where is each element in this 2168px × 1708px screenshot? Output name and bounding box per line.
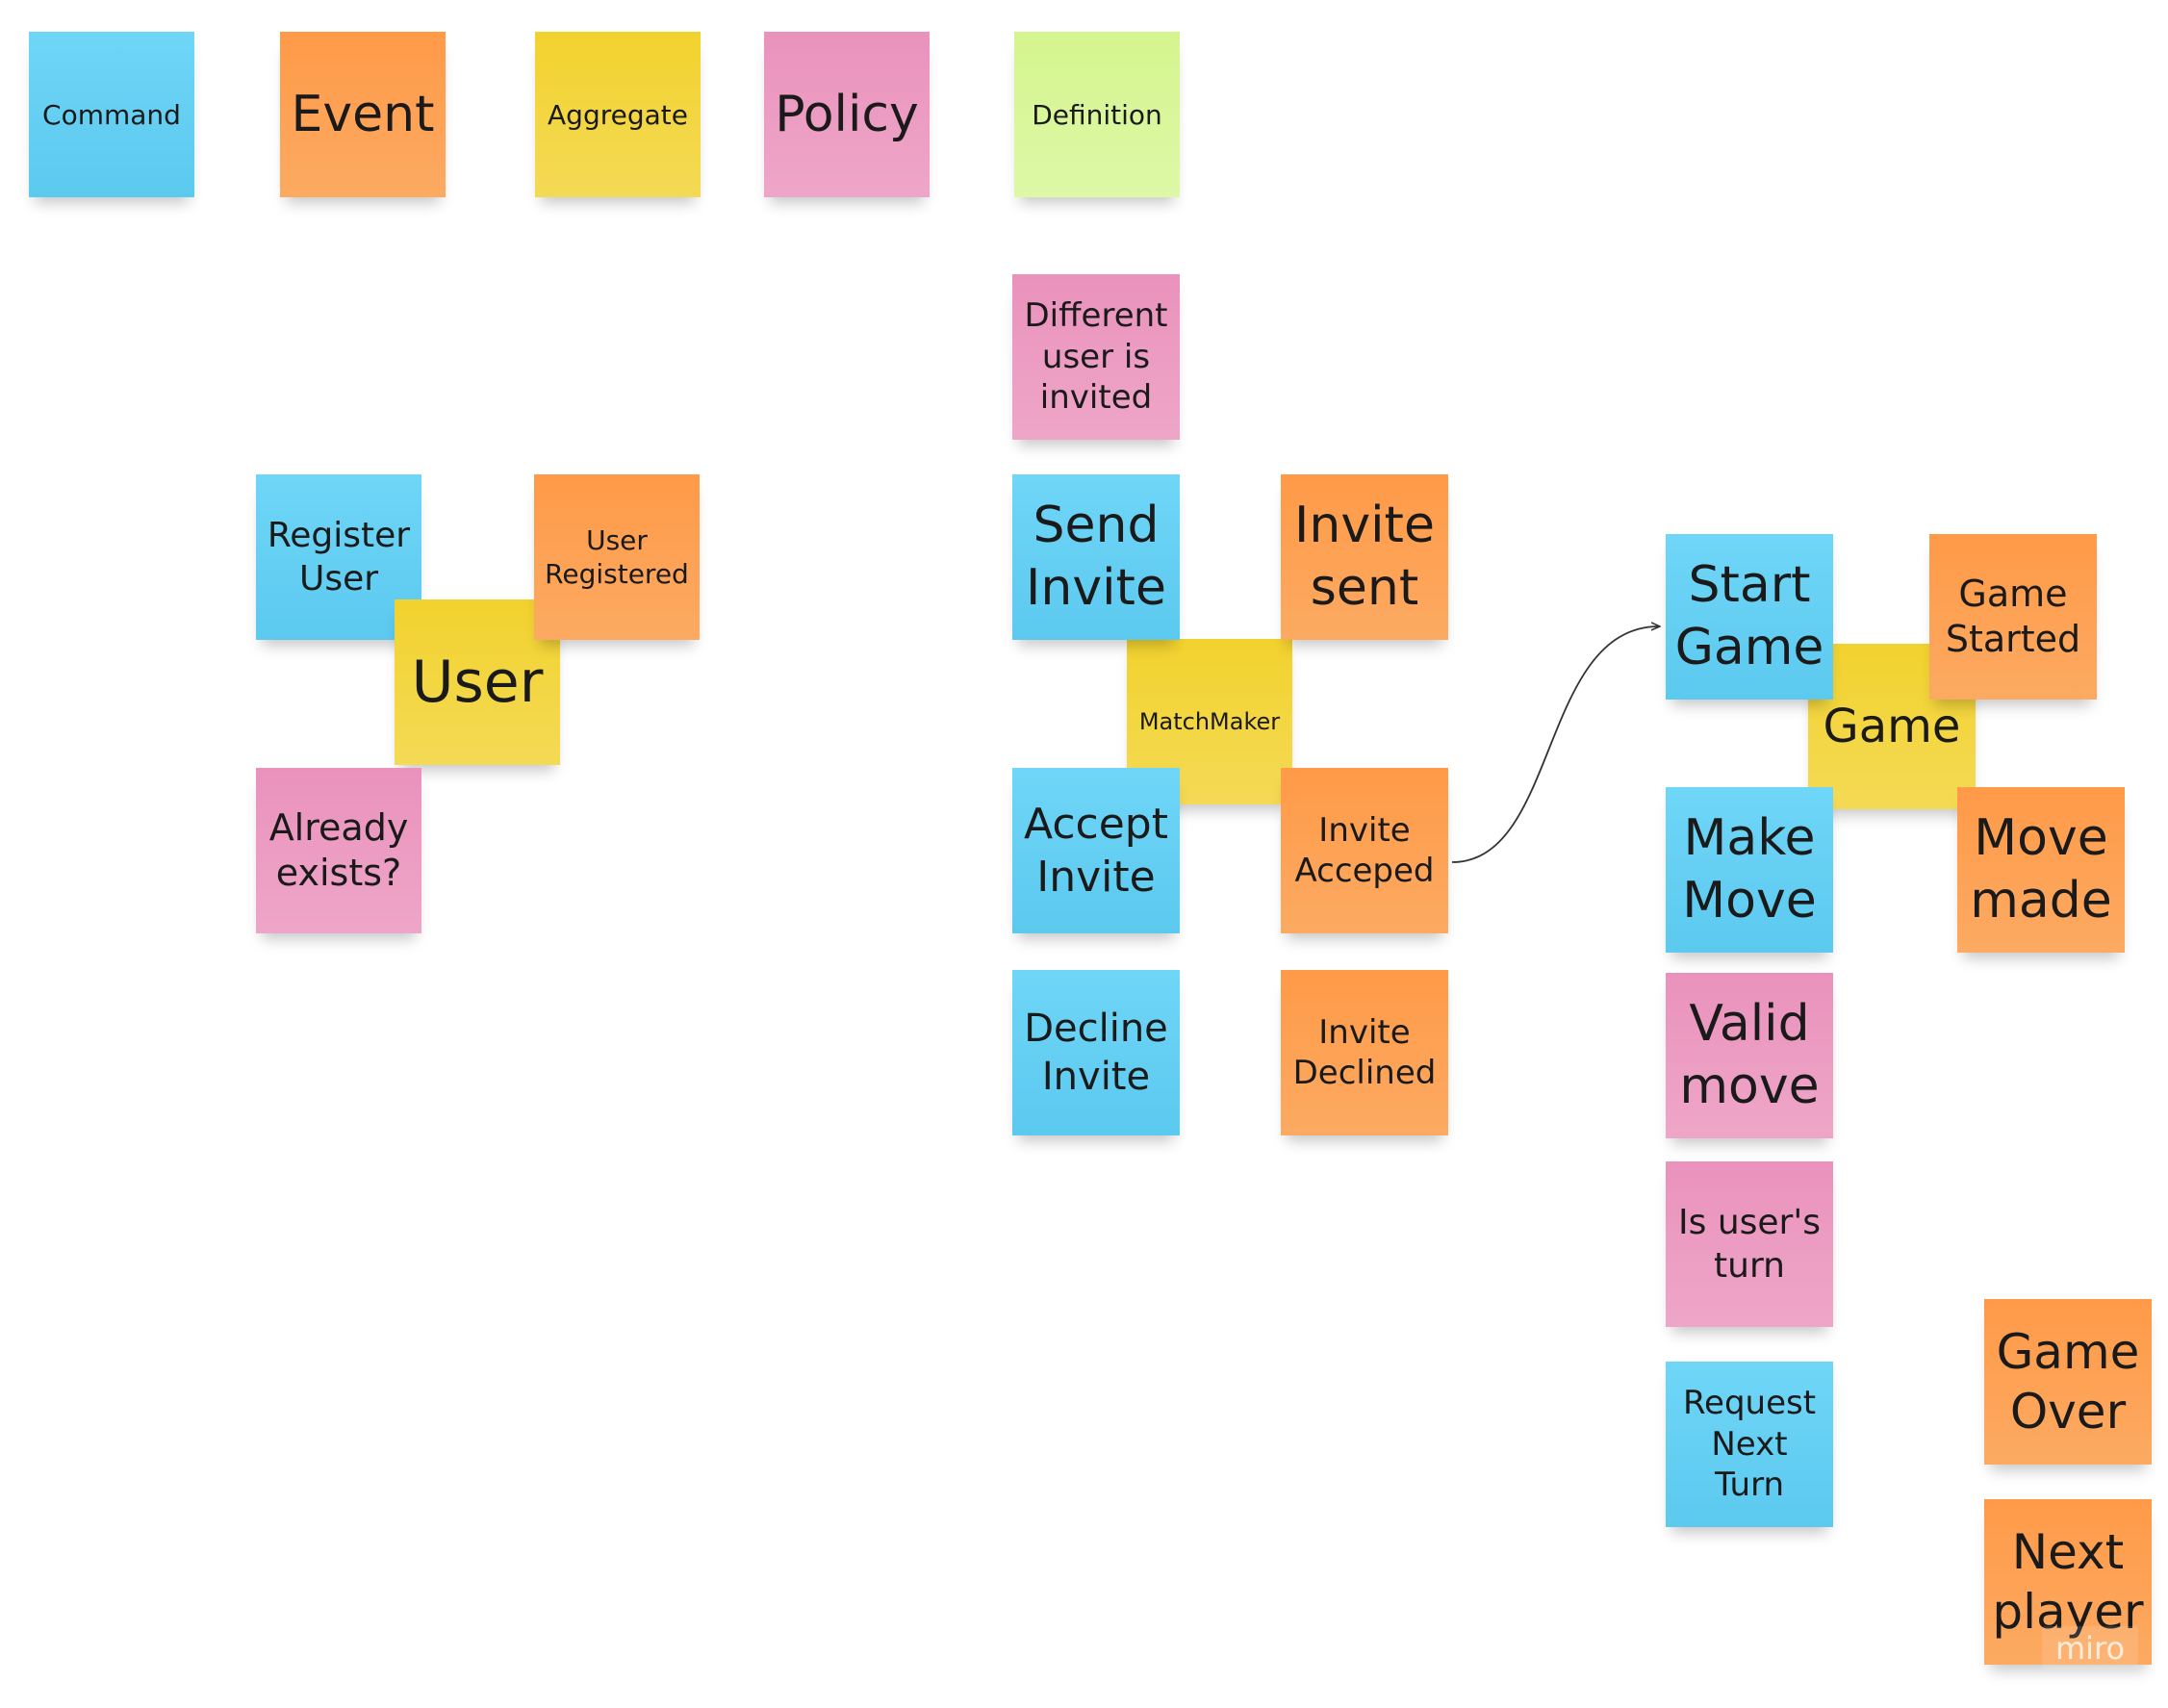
invite-declined-note[interactable]: Invite Declined [1281,970,1448,1135]
already-exists-label: Already exists? [268,805,409,895]
legend-command-note[interactable]: Command [29,32,194,197]
game-over-label: Game Over [1996,1323,2140,1440]
invite-accepted-label: Invite Acceped [1294,810,1435,891]
next-player-label: Next player [1992,1523,2144,1641]
game-started-note[interactable]: Game Started [1929,534,2097,700]
miro-watermark: miro [2042,1626,2138,1670]
next-player-note[interactable]: Next player [1984,1499,2152,1665]
user-aggregate-note[interactable]: User [395,599,560,765]
legend-aggregate-note[interactable]: Aggregate [535,32,701,197]
accept-invite-label: Accept Invite [1024,800,1168,902]
legend-event-label: Event [291,85,435,143]
valid-move-label: Valid move [1679,995,1820,1115]
user-registered-note[interactable]: User Registered [534,474,700,640]
make-move-note[interactable]: Make Move [1666,787,1833,953]
legend-event-note[interactable]: Event [280,32,446,197]
move-made-label: Move made [1970,809,2112,930]
invite-sent-note[interactable]: Invite sent [1281,474,1448,640]
already-exists-note[interactable]: Already exists? [256,768,421,933]
request-next-turn-note[interactable]: Request Next Turn [1666,1362,1833,1527]
user-aggregate-label: User [411,648,544,716]
start-game-note[interactable]: Start Game [1666,534,1833,700]
user-registered-label: User Registered [545,524,689,590]
invite-sent-label: Invite sent [1294,497,1435,617]
decline-invite-note[interactable]: Decline Invite [1012,970,1180,1135]
legend-policy-note[interactable]: Policy [764,32,930,197]
legend-aggregate-label: Aggregate [548,98,688,131]
move-made-note[interactable]: Move made [1957,787,2125,953]
different-user-invited-note[interactable]: Different user is invited [1012,274,1180,440]
register-user-label: Register User [267,516,411,599]
register-user-note[interactable]: Register User [256,474,421,640]
legend-definition-note[interactable]: Definition [1014,32,1180,197]
different-user-invited-label: Different user is invited [1024,296,1168,418]
game-aggregate-label: Game [1823,700,1961,753]
make-move-label: Make Move [1682,809,1817,930]
legend-policy-label: Policy [775,85,919,143]
start-game-label: Start Game [1674,556,1824,676]
matchmaker-aggregate-label: MatchMaker [1138,708,1281,735]
game-over-note[interactable]: Game Over [1984,1299,2152,1465]
decline-invite-label: Decline Invite [1024,1007,1168,1099]
is-users-turn-note[interactable]: Is user's turn [1666,1161,1833,1327]
send-invite-label: Send Invite [1026,497,1166,617]
invite-accepted-note[interactable]: Invite Acceped [1281,768,1448,933]
request-next-turn-label: Request Next Turn [1682,1384,1817,1505]
invite-declined-label: Invite Declined [1292,1012,1437,1093]
legend-definition-label: Definition [1032,98,1162,131]
send-invite-note[interactable]: Send Invite [1012,474,1180,640]
accept-invite-note[interactable]: Accept Invite [1012,768,1180,933]
is-users-turn-label: Is user's turn [1678,1203,1821,1286]
connector-line [1451,626,1660,863]
game-started-label: Game Started [1945,572,2081,661]
legend-command-label: Command [42,98,181,131]
valid-move-note[interactable]: Valid move [1666,973,1833,1138]
